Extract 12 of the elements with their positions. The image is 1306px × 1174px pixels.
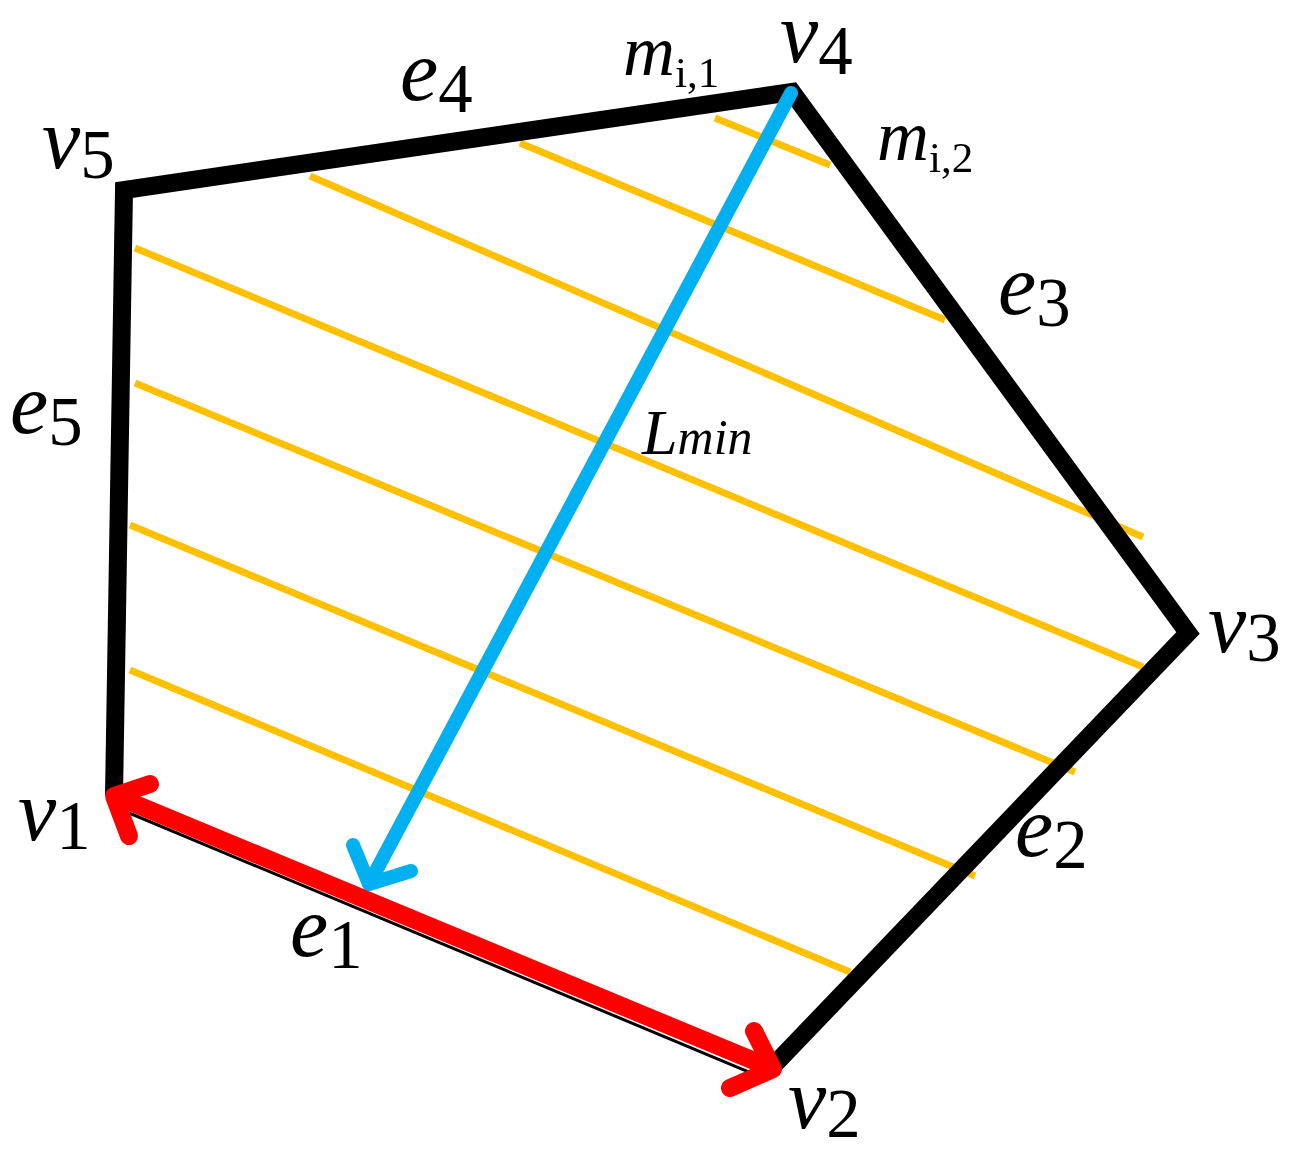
side-label: e$_{4}$ (400, 28, 473, 130)
side-label: e$_{5}$ (10, 361, 83, 463)
vertex-label: v$_{5}$ (42, 96, 115, 196)
point-label: m$_{i,1}$ (623, 15, 720, 98)
vertex-label: v$_{3}$ (1208, 580, 1281, 678)
vertex-label: v$_{2}$ (788, 1056, 861, 1154)
point-label: m$_{i,2}$ (877, 100, 974, 183)
side-label: e$_{1}$ (290, 884, 363, 986)
side-label: e$_{3}$ (998, 242, 1071, 344)
side-label: e$_{2}$ (1015, 784, 1088, 886)
vertex-label: v$_{4}$ (780, 0, 853, 92)
vertex-label: v$_{1}$ (18, 768, 91, 866)
